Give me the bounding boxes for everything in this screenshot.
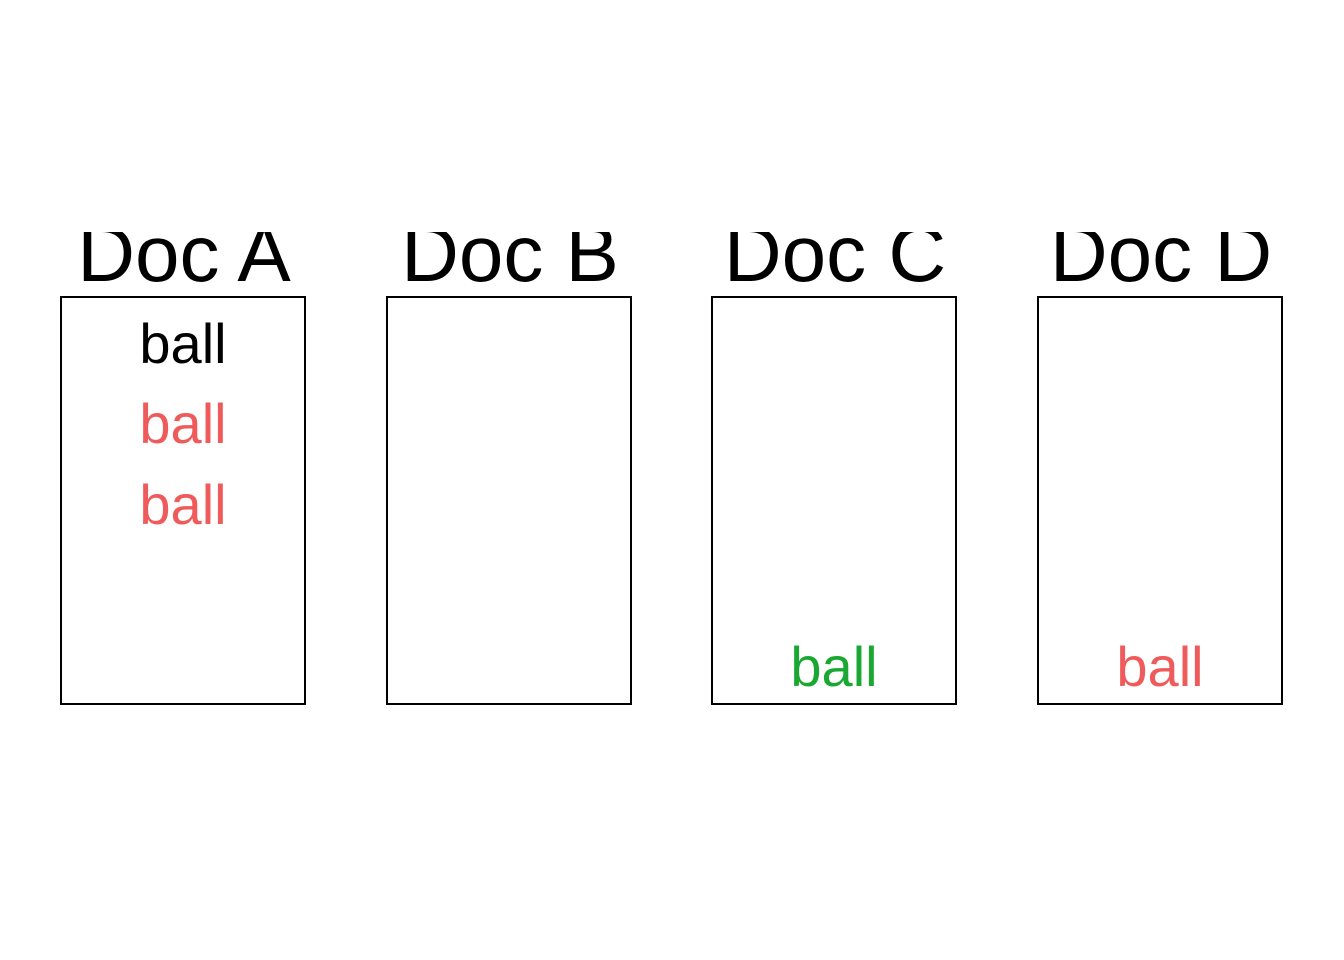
doc-a: Doc A ball ball ball bbox=[60, 0, 306, 960]
doc-b-title: Doc B bbox=[401, 232, 619, 289]
doc-d-title: Doc D bbox=[1049, 232, 1273, 289]
doc-c-title-clip: Doc C bbox=[705, 232, 965, 289]
doc-a-word-3: ball bbox=[139, 473, 227, 536]
doc-d-title-clip: Doc D bbox=[1031, 232, 1291, 289]
doc-d-word-1: ball bbox=[1116, 635, 1204, 698]
doc-b-box bbox=[386, 296, 632, 705]
doc-c-title: Doc C bbox=[723, 232, 947, 289]
doc-d: Doc D ball bbox=[1037, 0, 1283, 960]
doc-b-title-clip: Doc B bbox=[380, 232, 640, 289]
doc-a-title: Doc A bbox=[77, 232, 291, 289]
doc-d-box: ball bbox=[1037, 296, 1283, 705]
doc-a-word-1: ball bbox=[139, 312, 227, 375]
doc-c: Doc C ball bbox=[711, 0, 957, 960]
doc-c-word-1: ball bbox=[790, 635, 878, 698]
doc-b: Doc B bbox=[386, 0, 632, 960]
doc-c-box: ball bbox=[711, 296, 957, 705]
doc-a-title-clip: Doc A bbox=[54, 232, 314, 289]
doc-a-word-2: ball bbox=[139, 392, 227, 455]
doc-a-box: ball ball ball bbox=[60, 296, 306, 705]
